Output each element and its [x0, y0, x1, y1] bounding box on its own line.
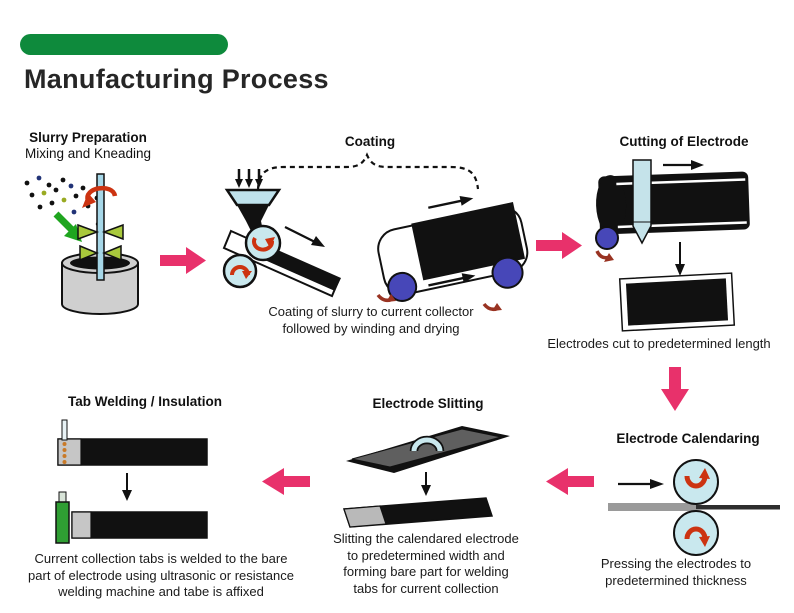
coating-brace-icon: [256, 152, 480, 190]
caption-line: Electrodes cut to predetermined length: [547, 336, 771, 351]
feed-direction-arrow-icon: [618, 479, 664, 489]
coating-caption: Coating of slurry to current collector f…: [211, 304, 531, 337]
caption-line: tabs for current collection: [353, 580, 499, 596]
bottom-roller-icon: [673, 510, 719, 556]
calendaring-caption: Pressing the electrodes to predetermined…: [576, 556, 776, 589]
caption-line: welding machine and tabe is affixed: [58, 584, 264, 599]
hopper-feed-arrows-icon: [235, 169, 263, 188]
welded-strip-icon: [57, 419, 208, 466]
calendaring-step-title: Electrode Calendaring: [616, 431, 760, 446]
caption-line: forming bare part for welding: [343, 564, 509, 579]
calendared-sheet-icon: [346, 426, 510, 473]
unwind-spool-icon: [595, 226, 619, 250]
slitting-caption: Slitting the calendared electrode to pre…: [316, 531, 536, 597]
slurry-step-subtitle: Mixing and Kneading: [24, 146, 152, 161]
slurry-step-title: Slurry Preparation: [29, 130, 147, 145]
winder-dryer-icon: [376, 195, 529, 312]
coating-step-title: Coating: [344, 134, 396, 149]
roll-direction-arrow-icon: [663, 160, 704, 170]
flow-arrow-right-icon: [536, 232, 582, 259]
slurry-mixer-icon: [24, 173, 139, 315]
insulate-arrow-icon: [122, 473, 132, 501]
electrode-roll-icon: [596, 171, 750, 236]
rotation-arrow-icon: [82, 185, 118, 208]
caption-line: part of electrode using ultrasonic or re…: [28, 567, 294, 583]
agitator-blades-icon: [77, 223, 124, 262]
insulated-strip-icon: [55, 491, 208, 544]
hopper-icon: [224, 188, 282, 235]
calender-rollers-icon: [608, 459, 780, 556]
coating-rollers-icon: [222, 224, 282, 289]
cutter-blade-icon: [632, 159, 652, 245]
top-roller-icon: [673, 459, 719, 505]
caption-line: Pressing the electrodes to: [600, 556, 752, 571]
coated-section-icon: [411, 202, 526, 281]
powder-particles-icon: [24, 175, 101, 227]
green-accent-bar: [20, 34, 228, 55]
spool-left-icon: [387, 271, 418, 302]
caption-line: followed by winding and drying: [282, 320, 460, 336]
caption-line: Current collection tabs is welded to the…: [34, 551, 288, 566]
insulation-tape-icon: [55, 501, 70, 544]
flow-arrow-right-icon: [160, 247, 206, 274]
agitator-shaft-icon: [96, 173, 105, 281]
cut-arrow-icon: [675, 242, 685, 276]
cutting-machine-icon: [595, 159, 750, 332]
spool-rotation-curl-icon: [595, 250, 614, 262]
current-tab-icon: [61, 419, 68, 441]
cut-electrode-sheet-icon: [618, 272, 736, 332]
caption-line: Slitting the calendared electrode: [333, 531, 519, 546]
slitting-icon: [342, 426, 510, 528]
flow-arrow-left-icon: [262, 468, 310, 495]
spool-rotation-curls-icon: [376, 293, 502, 312]
caption-line: to predetermined width and: [347, 547, 505, 563]
slitting-step-title: Electrode Slitting: [372, 396, 484, 411]
web-direction-arrow-icon: [284, 226, 325, 247]
spool-right-icon: [491, 256, 524, 289]
tab-welding-caption: Current collection tabs is welded to the…: [16, 551, 306, 601]
pressed-electrode-strip-icon: [696, 505, 780, 510]
slit-strip-icon: [342, 497, 494, 528]
page-title: Manufacturing Process: [24, 64, 329, 94]
tab-welding-step-title: Tab Welding / Insulation: [68, 394, 222, 409]
flow-arrow-down-icon: [661, 367, 689, 411]
coater-icon: [222, 169, 341, 298]
flow-arrow-left-icon: [546, 468, 594, 495]
cutting-caption: Electrodes cut to predetermined length: [534, 336, 784, 353]
thick-electrode-strip-icon: [608, 503, 696, 511]
cutting-step-title: Cutting of Electrode: [619, 134, 749, 149]
tab-welding-icon: [55, 419, 208, 544]
caption-line: Coating of slurry to current collector: [268, 304, 474, 319]
caption-line: predetermined thickness: [605, 572, 747, 588]
belt-direction-arrows-icon: [428, 195, 476, 287]
slit-arrow-icon: [421, 472, 431, 496]
